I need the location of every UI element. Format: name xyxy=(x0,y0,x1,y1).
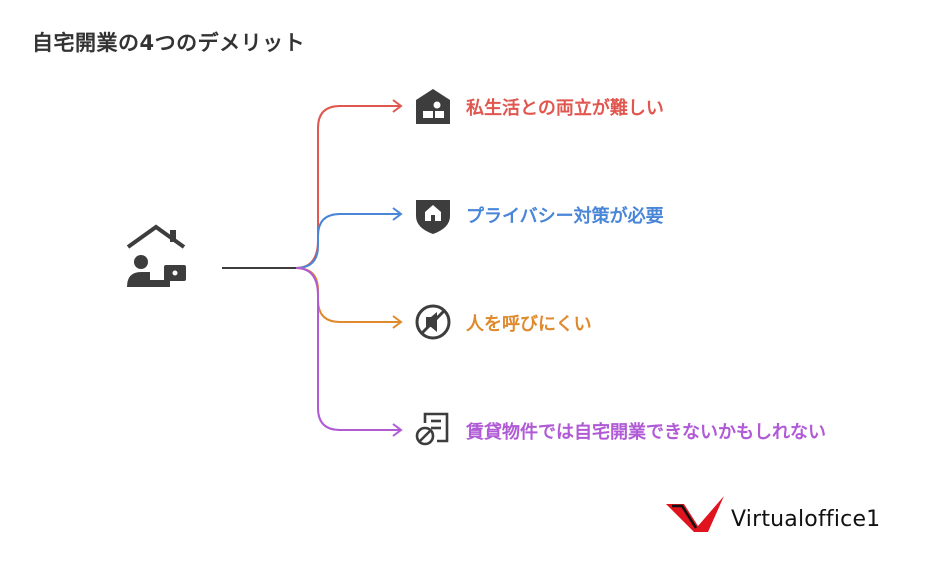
branch-2 xyxy=(295,207,403,269)
document-prohibited-icon xyxy=(415,412,449,446)
shield-home-icon xyxy=(416,200,450,234)
branch-3 xyxy=(295,267,403,329)
item-label-1: 私生活との両立が難しい xyxy=(466,98,664,119)
virtualoffice-logo-mark xyxy=(666,496,724,532)
item-label-4: 賃貸物件では自宅開業できないかもしれない xyxy=(466,422,826,443)
no-sound-icon xyxy=(415,304,451,340)
branch-4 xyxy=(295,267,403,437)
home-office-worker-icon xyxy=(126,224,186,287)
page-title: 自宅開業の4つのデメリット xyxy=(32,31,306,55)
home-office-icon xyxy=(416,89,450,124)
branch-1 xyxy=(295,99,403,269)
logo-text: Virtualoffice1 xyxy=(731,507,881,532)
item-label-2: プライバシー対策が必要 xyxy=(466,206,664,227)
item-label-3: 人を呼びにくい xyxy=(466,314,592,335)
